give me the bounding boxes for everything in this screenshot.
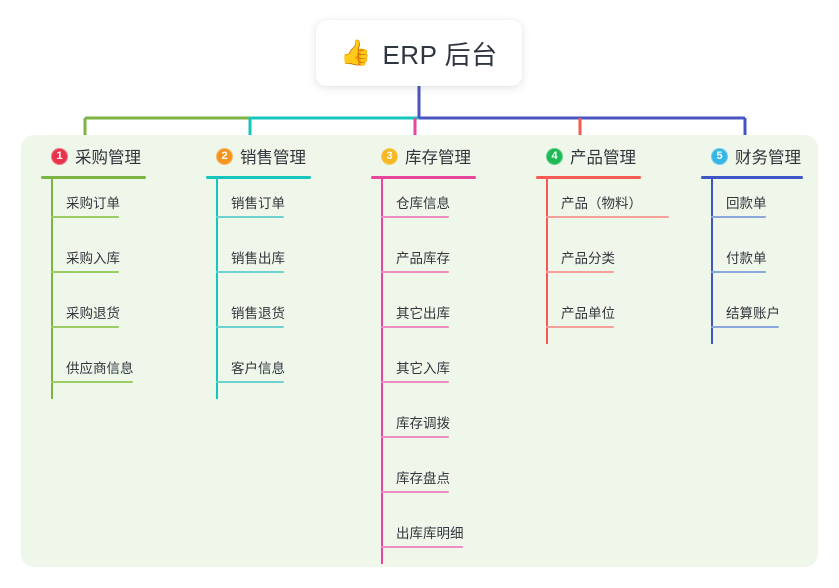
branch-item-label: 供应商信息 — [66, 361, 134, 376]
branch-trunk — [546, 179, 548, 344]
branch-item-label: 付款单 — [726, 251, 767, 266]
branch-item-label: 产品库存 — [396, 251, 450, 266]
branch-column-2: 2 销售管理销售订单销售出库销售退货客户信息 — [206, 143, 311, 399]
branch-item-label: 回款单 — [726, 196, 767, 211]
branch-item-label: 销售订单 — [231, 196, 285, 211]
branch-item-label: 其它出库 — [396, 306, 450, 321]
branch-item-label: 产品（物料） — [561, 196, 642, 211]
branch-header-3[interactable]: 3 库存管理 — [371, 143, 476, 169]
branch-item-rule — [51, 381, 133, 383]
branch-title: 财务管理 — [735, 149, 801, 167]
branch-header-1[interactable]: 1 采购管理 — [41, 143, 146, 169]
branch-header-rule — [536, 176, 641, 179]
branch-title: 采购管理 — [75, 149, 141, 167]
branch-header-2[interactable]: 2 销售管理 — [206, 143, 311, 169]
branch-item-label: 客户信息 — [231, 361, 285, 376]
branch-number-badge: 4 — [546, 147, 563, 165]
branch-item-rule — [51, 216, 120, 218]
branch-title: 产品管理 — [570, 149, 636, 167]
branch-item-label: 结算账户 — [726, 306, 780, 321]
branch-item-rule — [381, 381, 450, 383]
branch-item-label: 仓库信息 — [396, 196, 450, 211]
branch-column-5: 5 财务管理回款单付款单结算账户 — [701, 143, 803, 344]
branch-item-rule — [546, 326, 615, 328]
thumbs-up-icon: 👍 — [340, 38, 372, 67]
branch-column-4: 4 产品管理产品（物料） 产品分类产品单位 — [536, 143, 669, 344]
branch-item-rule — [216, 326, 285, 328]
branch-item-label: 库存调拨 — [396, 416, 450, 431]
branch-item-rule — [216, 271, 285, 273]
branch-item-label: 出库库明细 — [396, 526, 464, 541]
branch-number-badge: 5 — [711, 147, 728, 165]
branch-item-rule — [546, 271, 615, 273]
branch-title: 库存管理 — [405, 149, 471, 167]
branch-item-rule — [546, 216, 669, 218]
branch-item-label: 产品单位 — [561, 306, 615, 321]
branch-item-rule — [381, 271, 450, 273]
branch-column-3: 3 库存管理仓库信息产品库存其它出库其它入库库存调拨库存盘点出库库明细 — [371, 143, 476, 564]
branch-item-rule — [711, 271, 766, 273]
branch-item-rule — [51, 271, 120, 273]
branch-item-rule — [381, 491, 450, 493]
branch-item-label: 采购订单 — [66, 196, 120, 211]
branch-item-rule — [381, 546, 463, 548]
branch-column-1: 1 采购管理采购订单采购入库采购退货供应商信息 — [41, 143, 146, 399]
branch-trunk — [216, 179, 218, 399]
branch-header-4[interactable]: 4 产品管理 — [536, 143, 641, 169]
branch-item-rule — [51, 326, 120, 328]
branch-item-rule — [381, 326, 450, 328]
branch-number-badge: 2 — [216, 147, 233, 165]
branch-trunk — [51, 179, 53, 399]
branch-trunk — [381, 179, 383, 564]
branch-item-rule — [381, 436, 450, 438]
branch-item-rule — [216, 216, 285, 218]
branch-item-label: 销售退货 — [231, 306, 285, 321]
branch-trunk — [711, 179, 713, 344]
branch-header-rule — [41, 176, 146, 179]
branch-item-rule — [711, 326, 780, 328]
branch-number-badge: 1 — [51, 147, 68, 165]
branch-item-rule — [216, 381, 285, 383]
branch-item-rule — [711, 216, 766, 218]
branch-title: 销售管理 — [240, 149, 306, 167]
branch-header-rule — [701, 176, 803, 179]
branch-item-rule — [381, 216, 450, 218]
branch-item-label: 其它入库 — [396, 361, 450, 376]
branch-item-label: 产品分类 — [561, 251, 615, 266]
branch-header-5[interactable]: 5 财务管理 — [701, 143, 803, 169]
branch-item-label: 销售出库 — [231, 251, 285, 266]
branch-header-rule — [206, 176, 311, 179]
branch-number-badge: 3 — [381, 147, 398, 165]
root-node[interactable]: 👍 ERP 后台 — [316, 20, 522, 86]
branch-header-rule — [371, 176, 476, 179]
branches-panel — [21, 135, 818, 567]
root-title: ERP 后台 — [382, 39, 498, 70]
branch-item-label: 库存盘点 — [396, 471, 450, 486]
branch-item-label: 采购入库 — [66, 251, 120, 266]
branch-item-label: 采购退货 — [66, 306, 120, 321]
